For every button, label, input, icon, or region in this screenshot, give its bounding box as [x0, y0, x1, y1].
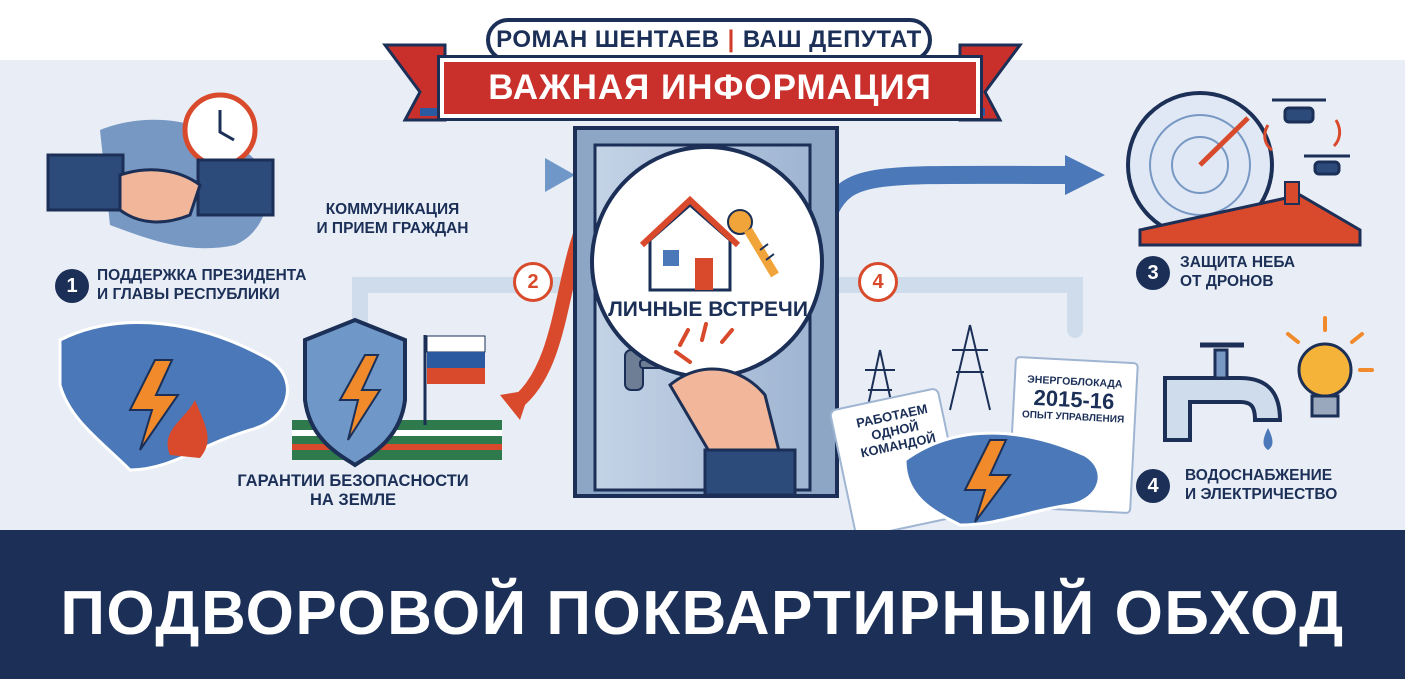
center-label: ЛИЧНЫЕ ВСТРЕЧИ — [608, 298, 808, 321]
item-1-line2: И ГЛАВЫ РЕСПУБЛИКИ — [97, 286, 280, 303]
item-1-number: 1 — [55, 269, 89, 303]
item-4-label: ВОДОСНАБЖЕНИЕ И ЭЛЕКТРИЧЕСТВО — [1185, 466, 1337, 504]
item-3-number: 3 — [1136, 256, 1170, 290]
item-2-line2: НА ЗЕМЛЕ — [309, 491, 397, 509]
crimea-map-lightning — [58, 321, 289, 472]
author-separator: | — [727, 26, 735, 53]
power-towers-crimea — [829, 324, 1139, 530]
author-name: РОМАН ШЕНТАЕВ — [496, 26, 720, 53]
item-1-label: ПОДДЕРЖКА ПРЕЗИДЕНТА И ГЛАВЫ РЕСПУБЛИКИ — [97, 266, 306, 304]
item-3-label: ЗАЩИТА НЕБА ОТ ДРОНОВ — [1180, 253, 1295, 291]
item-3-line1: ЗАЩИТА НЕБА — [1180, 254, 1296, 271]
item-2-line1: ГАРАНТИИ БЕЗОПАСНОСТИ — [237, 472, 469, 490]
knocking-hand — [668, 322, 797, 497]
item-1-line1: ПОДДЕРЖКА ПРЕЗИДЕНТА — [97, 267, 307, 284]
communication-line1: КОММУНИКАЦИЯ — [325, 201, 460, 218]
item-4-line1: ВОДОСНАБЖЕНИЕ — [1185, 467, 1333, 484]
item-4-number: 4 — [1136, 469, 1170, 503]
item-2-label: ГАРАНТИИ БЕЗОПАСНОСТИ НА ЗЕМЛЕ — [228, 472, 478, 510]
footer-bar: ПОДВОРОВОЙ ПОКВАРТИРНЫЙ ОБХОД — [0, 530, 1405, 679]
author-pill: РОМАН ШЕНТАЕВ | ВАШ ДЕПУТАТ — [486, 18, 932, 62]
communication-label: КОММУНИКАЦИЯ И ПРИЕМ ГРАЖДАН — [300, 200, 485, 238]
handshake-illustration — [46, 92, 275, 249]
banner-title: ВАЖНАЯ ИНФОРМАЦИЯ — [488, 68, 932, 107]
author-role: ВАШ ДЕПУТАТ — [742, 26, 922, 53]
blockade-poster: ЭНЕРГОБЛОКАДА 2015-16 ОПЫТ УПРАВЛЕНИЯ — [1014, 373, 1134, 426]
radar-drone-defense — [1126, 91, 1362, 247]
important-info-banner: ВАЖНАЯ ИНФОРМАЦИЯ — [437, 55, 983, 121]
communication-line2: И ПРИЕМ ГРАЖДАН — [316, 220, 469, 237]
item-4-line2: И ЭЛЕКТРИЧЕСТВО — [1185, 486, 1338, 503]
footer-title: ПОДВОРОВОЙ ПОКВАРТИРНЫЙ ОБХОД — [60, 579, 1345, 648]
flow-marker-4: 4 — [858, 262, 898, 302]
shield-with-flag — [292, 317, 502, 468]
illustration-layer — [46, 43, 1374, 530]
water-electricity-icons — [1163, 316, 1374, 450]
item-3-line2: ОТ ДРОНОВ — [1180, 273, 1274, 290]
flow-marker-2: 2 — [513, 262, 553, 302]
